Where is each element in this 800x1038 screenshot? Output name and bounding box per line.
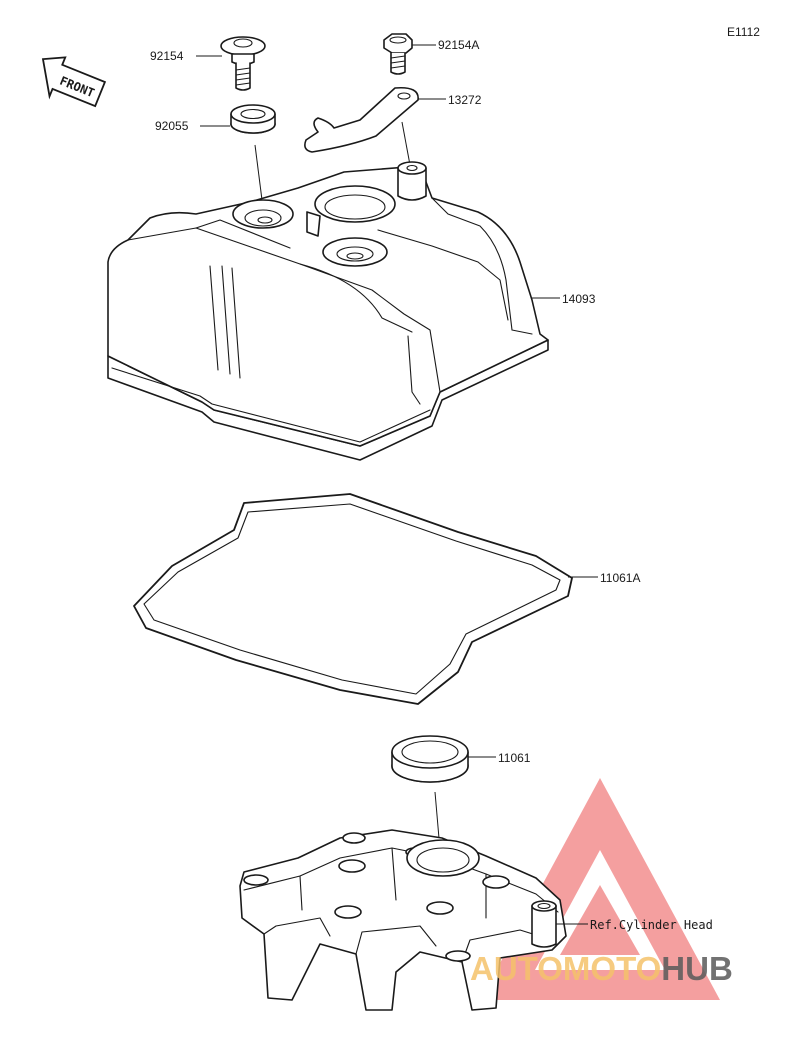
diagram-code: E1112	[727, 25, 760, 39]
cylinder-head-cover-14093	[107, 161, 549, 461]
label-ref-cylinder-head: Ref.Cylinder Head	[590, 918, 713, 932]
watermark-hub: HUB	[661, 950, 733, 987]
bolt-92154a	[383, 33, 413, 75]
plug-gasket-11061	[391, 735, 469, 783]
watermark-auto: AUTO	[470, 950, 563, 987]
label-11061a: 11061A	[600, 571, 640, 585]
label-11061: 11061	[498, 751, 531, 765]
watermark-text: AUTOMOTOHUB	[470, 950, 733, 987]
cover-gasket-11061a	[133, 493, 573, 705]
label-92154: 92154	[150, 49, 184, 63]
watermark-moto: MOTO	[563, 950, 661, 987]
cylinder-head-reference	[239, 829, 567, 1011]
label-92055: 92055	[155, 119, 189, 133]
bolt-92154	[220, 36, 266, 91]
bracket-13272	[304, 86, 419, 153]
svg-text:AUTOMOTOHUB: AUTOMOTOHUB	[470, 950, 733, 987]
label-92154a: 92154A	[438, 38, 479, 52]
label-14093: 14093	[562, 292, 596, 306]
washer-92055	[230, 104, 276, 134]
front-arrow: FRONT	[41, 56, 107, 108]
label-13272: 13272	[448, 93, 482, 107]
